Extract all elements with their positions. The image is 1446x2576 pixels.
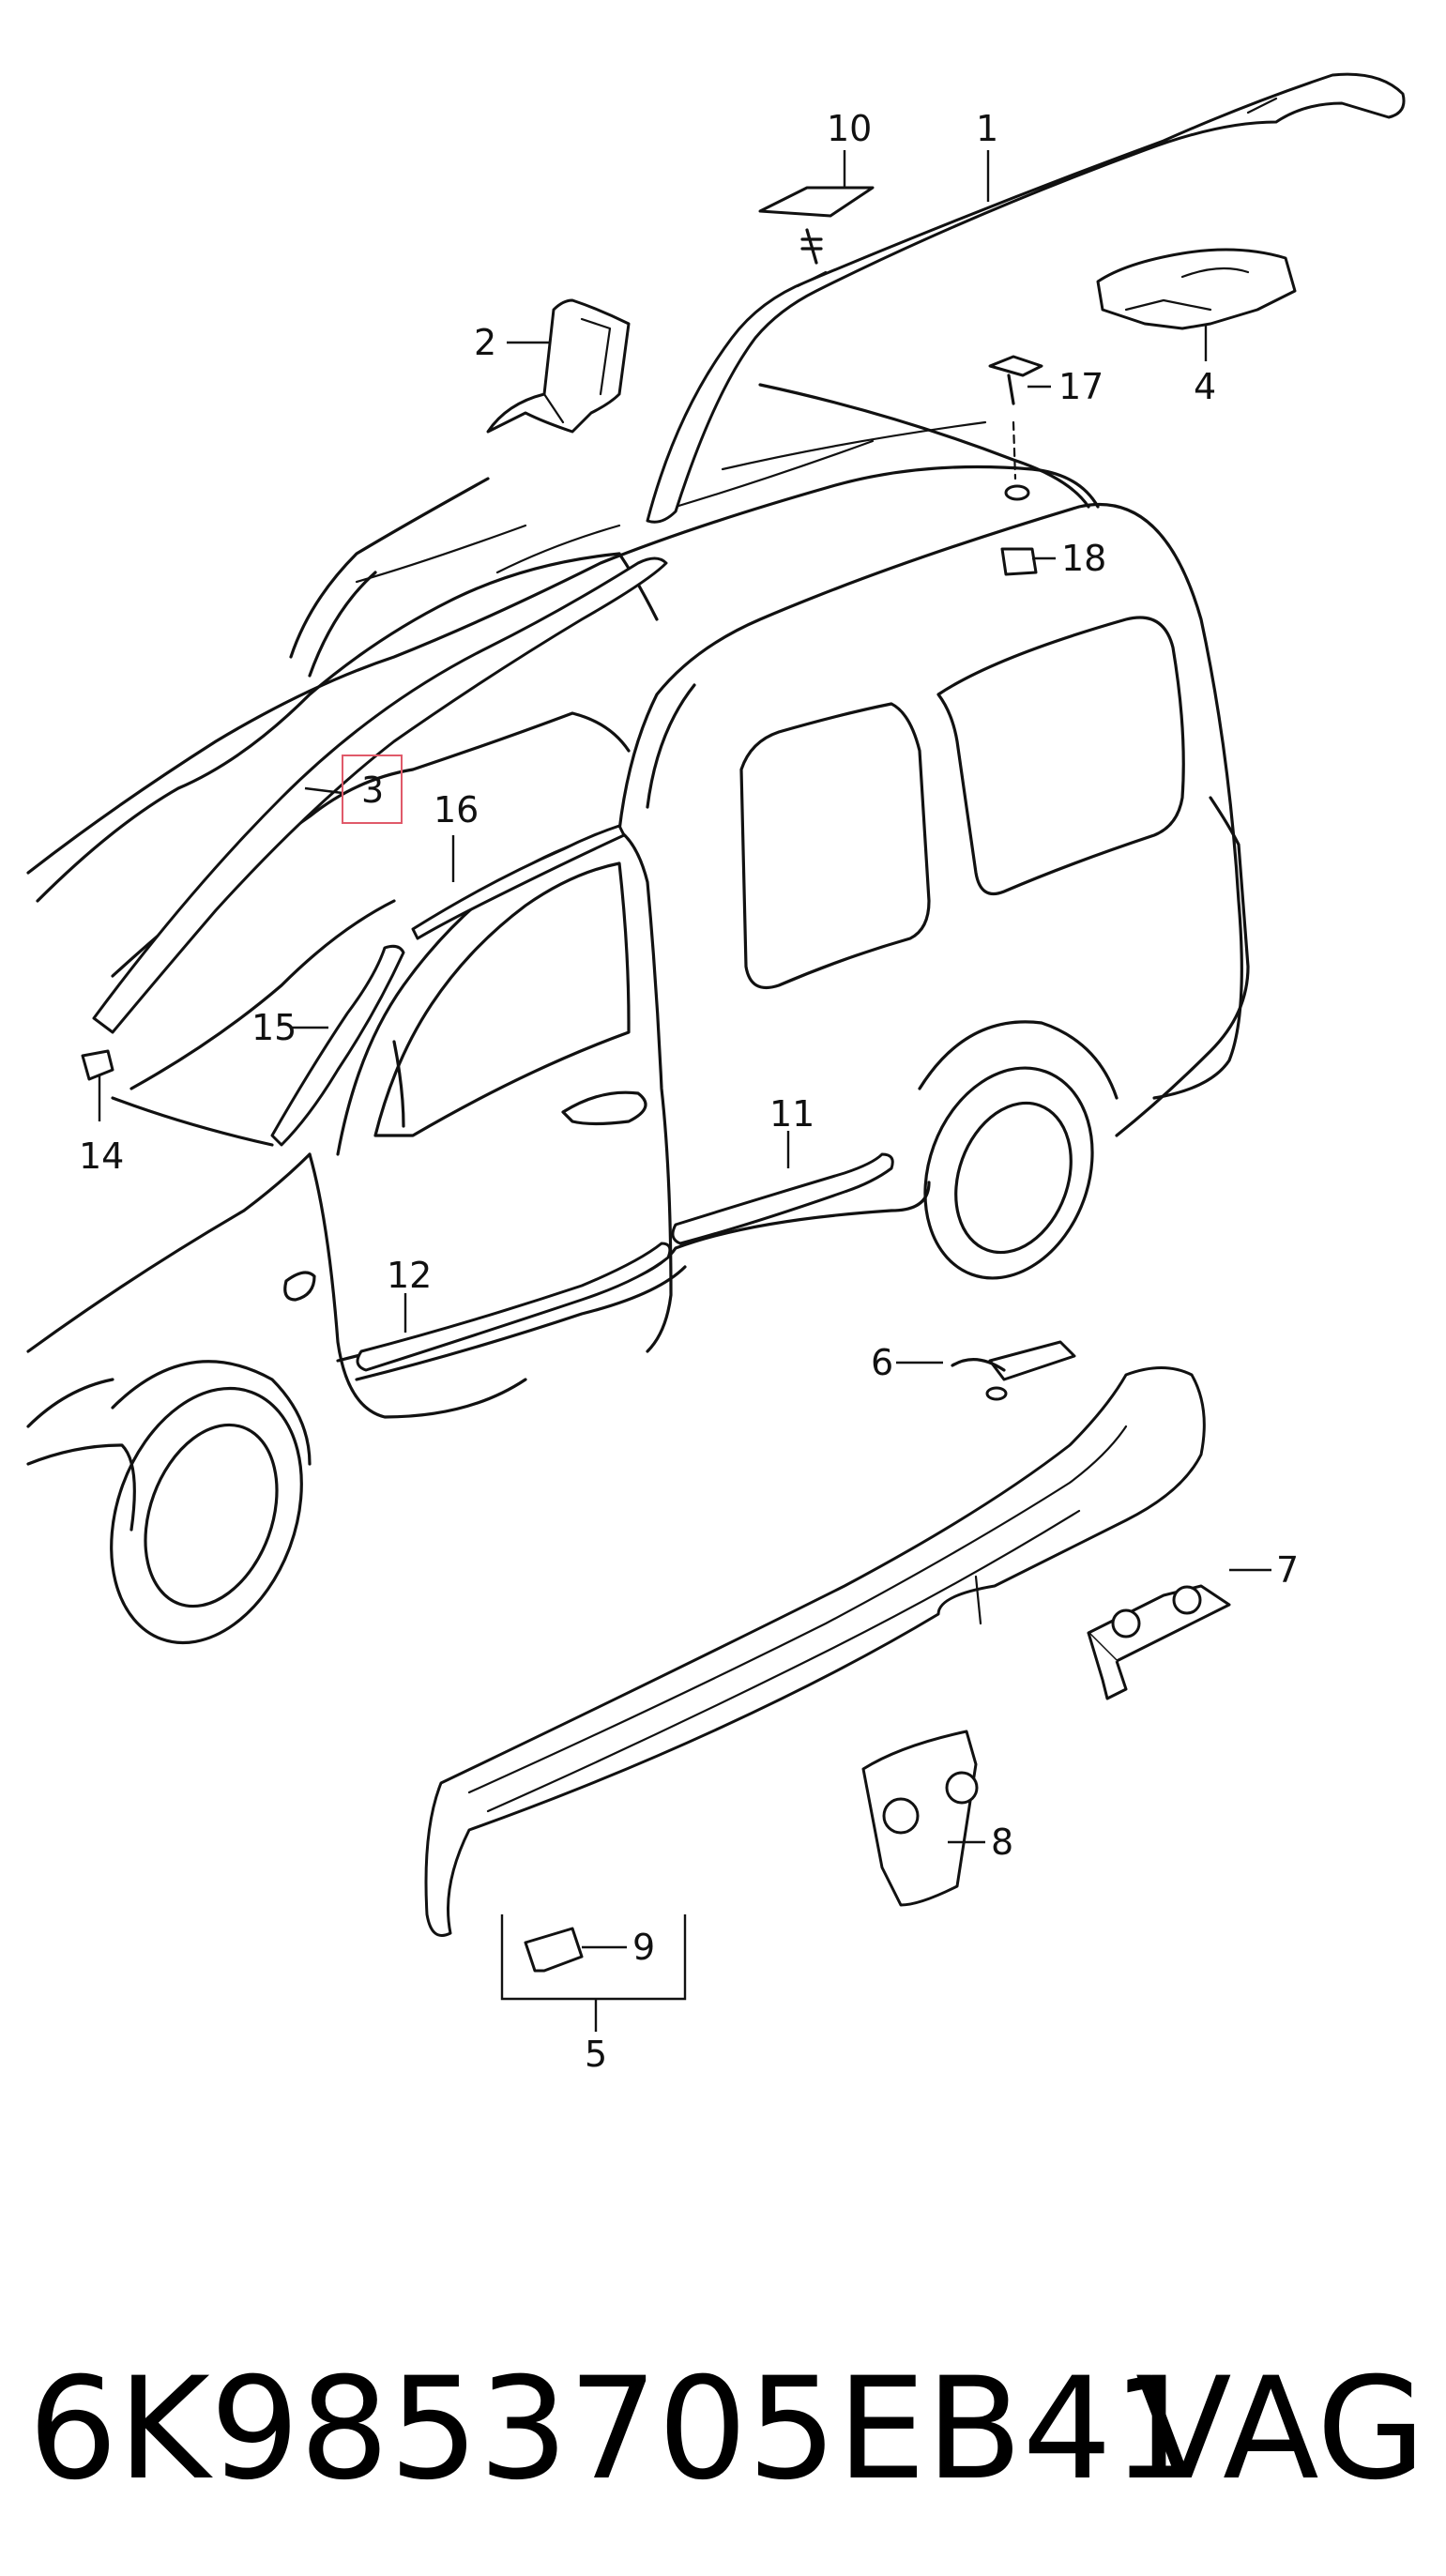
part-2-bracket (486, 298, 631, 434)
part-number: 6K9853705EB41 (28, 2348, 1201, 2511)
part-10-clip (758, 186, 875, 265)
vehicle-outline (26, 383, 1250, 1645)
part-9-clip (524, 1927, 584, 1973)
callout-3: 3 (361, 770, 384, 811)
part-18-nut (1000, 547, 1038, 576)
callout-5: 5 (585, 2034, 607, 2075)
part-1-roof-rail (646, 72, 1406, 524)
part-14-cap (81, 1049, 114, 1081)
highlight-box (342, 755, 403, 824)
callout-16: 16 (434, 789, 479, 831)
part-11-door-molding (671, 1152, 894, 1245)
callout-7: 7 (1276, 1549, 1299, 1591)
part-12-door-molding (356, 1242, 672, 1372)
callout-8: 8 (991, 1821, 1013, 1863)
part-3-trim-strip (92, 556, 668, 1034)
callout-17: 17 (1058, 366, 1104, 407)
callout-1: 1 (976, 108, 998, 149)
callout-9: 9 (632, 1927, 655, 1968)
callout-12: 12 (387, 1255, 432, 1296)
brand-label: VAG (1135, 2348, 1425, 2511)
part-15-pillar-trim (270, 944, 405, 1147)
callout-2: 2 (474, 322, 496, 363)
callout-4: 4 (1194, 366, 1216, 407)
callout-labels: 10 1 2 4 17 18 3 16 15 14 11 12 6 7 8 9 … (79, 108, 1299, 2075)
part-17-bolt (988, 355, 1043, 501)
part-8-clip-block (861, 1730, 979, 1907)
part-5-sill-trim (424, 1366, 1206, 1937)
callout-6: 6 (871, 1342, 893, 1383)
part-7-bracket (1087, 1584, 1231, 1700)
callout-10: 10 (827, 108, 872, 149)
part-4-cover (1096, 248, 1297, 330)
callout-18: 18 (1061, 538, 1106, 579)
callout-15: 15 (251, 1007, 297, 1048)
callout-14: 14 (79, 1136, 124, 1177)
part-16-seal-strip (411, 824, 626, 940)
part-6-clip (951, 1340, 1076, 1401)
leader-lines (98, 150, 1271, 2032)
callout-11: 11 (769, 1093, 814, 1135)
